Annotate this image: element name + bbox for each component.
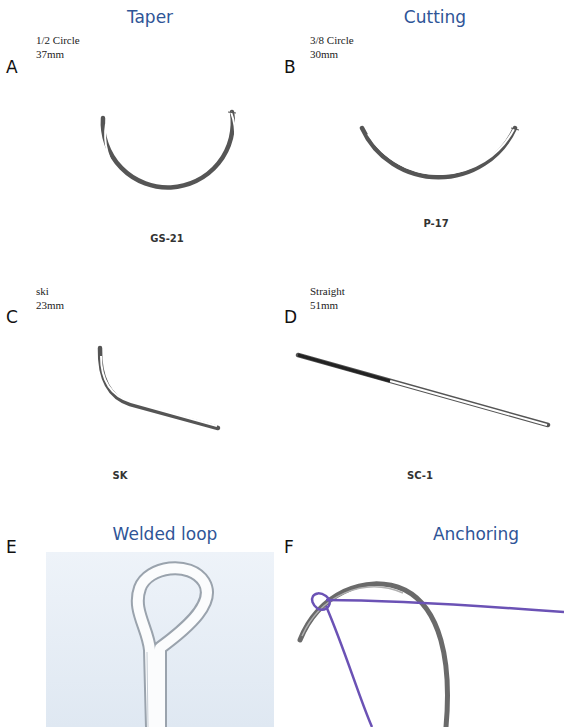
needle-curvature: Straight — [310, 285, 345, 298]
needle-curvature: ski — [36, 285, 49, 298]
welded-loop-panel — [46, 552, 274, 727]
anchoring-needle — [300, 584, 564, 727]
needle-length: 51mm — [310, 299, 338, 312]
panel-letter: B — [284, 58, 296, 78]
needle-length: 37mm — [36, 48, 64, 61]
straight-needle — [298, 355, 548, 425]
needle-code: GS-21 — [150, 233, 183, 245]
ski-needle — [100, 348, 218, 428]
panel-letter: C — [6, 308, 18, 328]
needle-length: 23mm — [36, 299, 64, 312]
panel-letter: A — [6, 58, 18, 78]
panel-heading: Anchoring — [433, 525, 519, 545]
needle-curvature: 1/2 Circle — [36, 34, 80, 47]
panel-letter: D — [284, 308, 297, 328]
needle-code: P-17 — [423, 218, 448, 230]
panel-heading: Welded loop — [113, 525, 218, 545]
panel-letter: E — [6, 538, 17, 558]
column-heading: Cutting — [404, 8, 466, 28]
needle-curvature: 3/8 Circle — [310, 34, 354, 47]
needle-length: 30mm — [310, 48, 338, 61]
three-eighths-needle — [362, 128, 519, 177]
needle-code: SK — [113, 470, 128, 482]
needle-code: SC-1 — [407, 470, 433, 482]
half-circle-needle — [103, 112, 236, 200]
column-heading: Taper — [127, 8, 173, 28]
panel-letter: F — [284, 538, 294, 558]
